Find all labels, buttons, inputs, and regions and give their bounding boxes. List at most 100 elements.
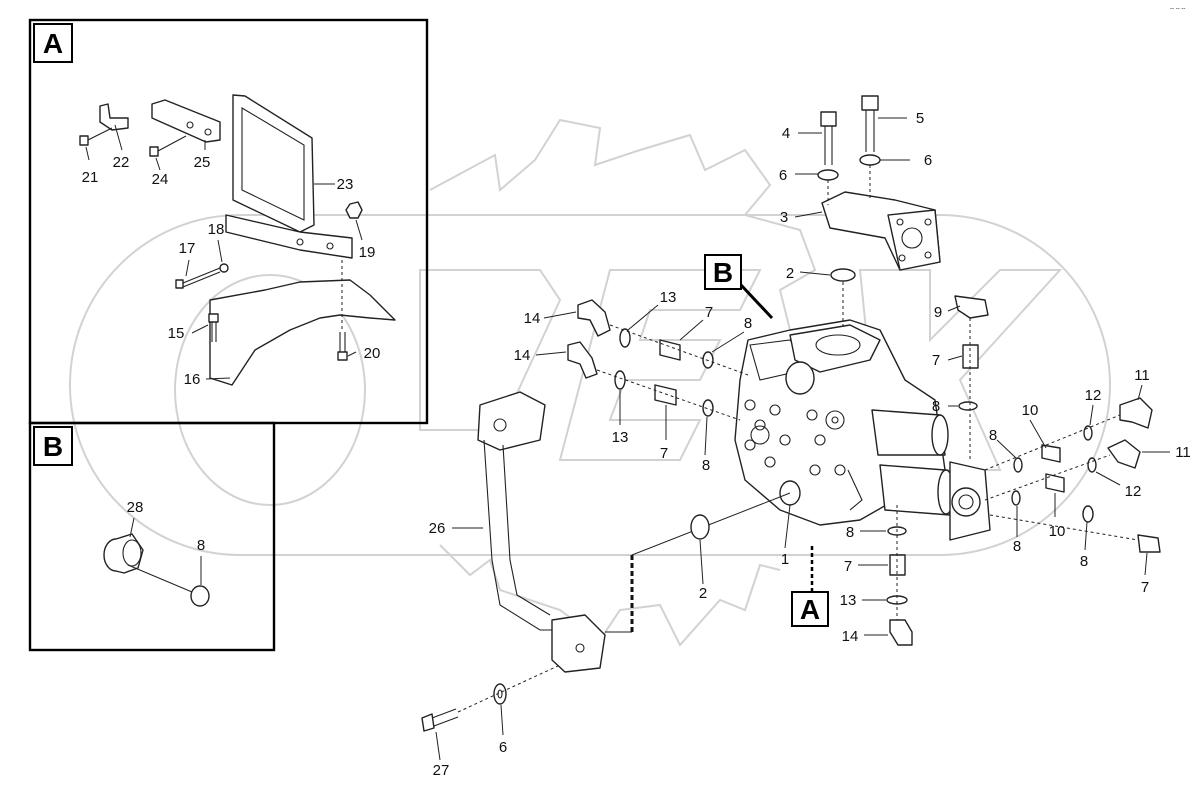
watermark-gear	[69, 118, 1111, 647]
part-label: 8	[702, 457, 710, 474]
o-ring-12	[1083, 425, 1093, 441]
part-label: 1	[781, 551, 789, 568]
callout-b-label: B	[713, 257, 733, 288]
part-label: 4	[782, 125, 790, 142]
fitting-7	[654, 384, 677, 406]
part-label: 7	[844, 558, 852, 575]
part-label: 7	[705, 304, 713, 321]
o-ring-8	[702, 399, 714, 417]
bolt-24	[149, 135, 187, 157]
detail-box-b: B 28 8	[28, 421, 276, 652]
mounting-plate	[151, 99, 221, 143]
nut-19	[345, 201, 363, 219]
part-label: 3	[780, 209, 788, 226]
part-label: 6	[499, 739, 507, 756]
part-label: 22	[113, 154, 130, 171]
part-label: 8	[744, 315, 752, 332]
bolt-5	[861, 95, 879, 152]
part-label: 8	[1080, 553, 1088, 570]
o-ring-8	[1011, 490, 1021, 506]
fitting-7	[659, 339, 681, 361]
part-label: 6	[924, 152, 932, 169]
part-label: 23	[337, 176, 354, 193]
guard-plate	[209, 279, 396, 386]
part-label: 28	[127, 499, 144, 516]
control-valve-body	[734, 319, 991, 541]
o-ring-8	[958, 401, 978, 411]
part-label: 12	[1085, 387, 1102, 404]
part-label: 19	[359, 244, 376, 261]
part-label: 2	[786, 265, 794, 282]
tee-9	[954, 295, 989, 319]
part-label: 16	[184, 371, 201, 388]
part-label: 9	[934, 304, 942, 321]
part-label: 5	[916, 110, 924, 127]
o-ring-13	[619, 328, 631, 348]
callout-a-label: A	[800, 594, 820, 625]
part-label: 14	[842, 628, 859, 645]
part-label: 12	[1125, 483, 1142, 500]
o-ring-12	[1087, 457, 1097, 473]
bolt-20	[337, 260, 348, 361]
bolt-15	[208, 313, 219, 342]
part-label: 2	[699, 585, 707, 602]
fitting-7	[1137, 534, 1161, 553]
fitting-10	[1045, 473, 1065, 493]
elbow-14	[889, 619, 913, 646]
o-ring-8	[1082, 505, 1094, 523]
o-ring-8	[1013, 457, 1023, 473]
part-label: 21	[82, 169, 99, 186]
part-label: 10	[1049, 523, 1066, 540]
elbow-14-upper	[577, 299, 611, 337]
part-label: 13	[840, 592, 857, 609]
part-label: 14	[514, 347, 531, 364]
washer-6	[493, 683, 507, 705]
part-label: 8	[197, 537, 205, 554]
detail-box-a-label: A	[43, 28, 63, 59]
o-ring-13	[614, 370, 626, 390]
plug-28	[103, 533, 144, 574]
part-label: 8	[932, 398, 940, 415]
clip-bracket	[99, 103, 129, 131]
part-label: 11	[1175, 444, 1191, 461]
washer-18	[219, 263, 229, 273]
part-label: 7	[932, 352, 940, 369]
detail-box-b-tag	[33, 426, 73, 466]
part-label: 7	[660, 445, 668, 462]
part-label: 13	[660, 289, 677, 306]
tube-26	[477, 391, 606, 673]
part-label: 8	[1013, 538, 1021, 555]
o-ring-2	[830, 268, 856, 282]
part-label: 10	[1022, 402, 1039, 419]
part-label: 6	[779, 167, 787, 184]
part-label: 24	[152, 171, 169, 188]
o-ring-8	[190, 585, 210, 607]
part-label: 11	[1134, 367, 1150, 384]
part-label: 25	[194, 154, 211, 171]
washer-6	[859, 154, 881, 166]
part-label: 8	[989, 427, 997, 444]
bolt-4	[820, 111, 837, 165]
detail-box-b-label: B	[43, 431, 63, 462]
bracket-frame	[225, 94, 353, 259]
part-label: 13	[612, 429, 629, 446]
part-label: 14	[524, 310, 541, 327]
part-label: 18	[208, 221, 225, 238]
part-label: 26	[429, 520, 446, 537]
detail-box-a: A	[28, 18, 429, 425]
part-label: 15	[168, 325, 185, 342]
fitting-10	[1041, 444, 1061, 463]
part-label: 8	[846, 524, 854, 541]
flange-3	[821, 191, 941, 271]
detail-box-a-tag	[33, 23, 73, 63]
elbow-11	[1107, 439, 1141, 469]
part-label: 27	[433, 762, 450, 779]
callout-a-tag	[791, 591, 829, 627]
washer-6	[817, 169, 839, 181]
part-label: 17	[179, 240, 196, 257]
o-ring-2	[690, 514, 710, 540]
elbow-11	[1119, 397, 1153, 429]
bolt-27	[421, 708, 459, 732]
bolt-17	[175, 267, 221, 289]
